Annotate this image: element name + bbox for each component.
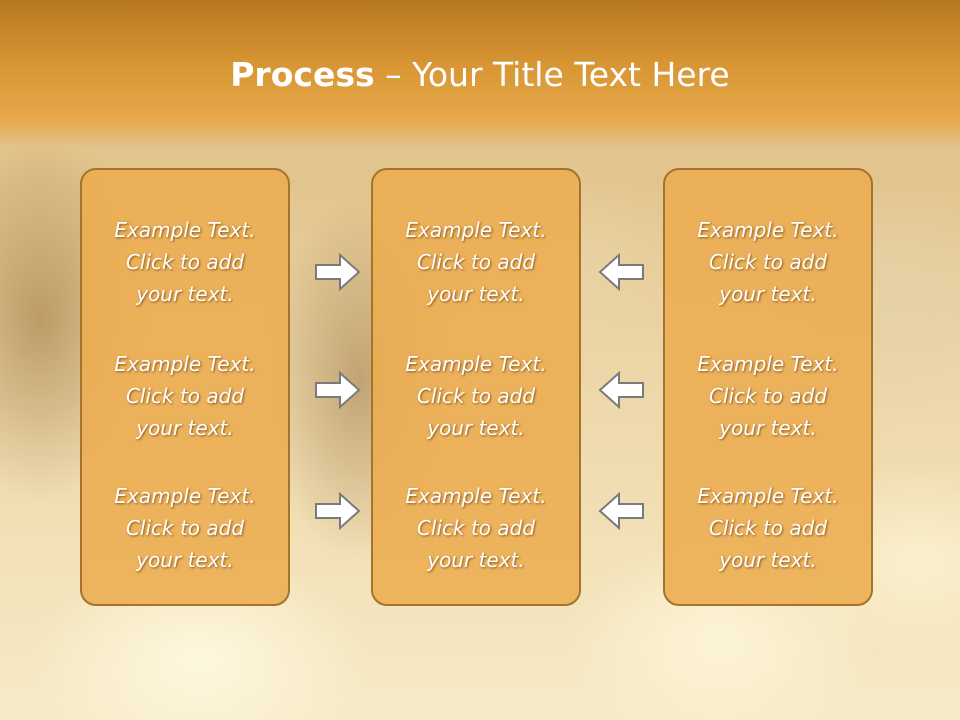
arrow-right-icon[interactable] <box>314 252 362 292</box>
text-block[interactable]: Example Text. Click to add your text. <box>82 348 288 444</box>
text-line: Click to add <box>416 384 536 408</box>
arrow-right-icon[interactable] <box>314 370 362 410</box>
text-line: Example Text. <box>114 352 256 376</box>
text-line: Example Text. <box>697 352 839 376</box>
text-line: your text. <box>136 416 234 440</box>
text-block[interactable]: Example Text. Click to add your text. <box>82 480 288 576</box>
process-box-center[interactable]: Example Text. Click to add your text. Ex… <box>371 168 581 606</box>
text-line: Example Text. <box>114 484 256 508</box>
text-line: Example Text. <box>405 484 547 508</box>
process-box-right[interactable]: Example Text. Click to add your text. Ex… <box>663 168 873 606</box>
process-box-left[interactable]: Example Text. Click to add your text. Ex… <box>80 168 290 606</box>
text-block[interactable]: Example Text. Click to add your text. <box>665 214 871 310</box>
text-line: Example Text. <box>697 484 839 508</box>
text-line: Click to add <box>708 250 828 274</box>
text-line: Example Text. <box>697 218 839 242</box>
text-line: Click to add <box>416 250 536 274</box>
text-block[interactable]: Example Text. Click to add your text. <box>665 480 871 576</box>
text-line: Example Text. <box>405 352 547 376</box>
text-block[interactable]: Example Text. Click to add your text. <box>373 480 579 576</box>
arrow-right-icon[interactable] <box>314 491 362 531</box>
title-bold-part: Process <box>230 55 375 94</box>
text-block[interactable]: Example Text. Click to add your text. <box>373 214 579 310</box>
text-line: Click to add <box>416 516 536 540</box>
arrow-left-icon[interactable] <box>597 491 645 531</box>
text-line: Click to add <box>125 384 245 408</box>
text-line: your text. <box>719 282 817 306</box>
text-block[interactable]: Example Text. Click to add your text. <box>82 214 288 310</box>
slide-title[interactable]: Process – Your Title Text Here <box>0 52 960 98</box>
text-block[interactable]: Example Text. Click to add your text. <box>665 348 871 444</box>
arrow-left-icon[interactable] <box>597 370 645 410</box>
text-block[interactable]: Example Text. Click to add your text. <box>373 348 579 444</box>
text-line: your text. <box>427 416 525 440</box>
text-line: your text. <box>719 416 817 440</box>
title-rest: – Your Title Text Here <box>374 55 730 94</box>
text-line: your text. <box>427 548 525 572</box>
text-line: Click to add <box>708 516 828 540</box>
text-line: your text. <box>427 282 525 306</box>
text-line: Example Text. <box>405 218 547 242</box>
text-line: Click to add <box>708 384 828 408</box>
text-line: Example Text. <box>114 218 256 242</box>
text-line: Click to add <box>125 250 245 274</box>
text-line: your text. <box>136 282 234 306</box>
title-band <box>0 0 960 148</box>
text-line: your text. <box>136 548 234 572</box>
arrow-left-icon[interactable] <box>597 252 645 292</box>
text-line: your text. <box>719 548 817 572</box>
text-line: Click to add <box>125 516 245 540</box>
